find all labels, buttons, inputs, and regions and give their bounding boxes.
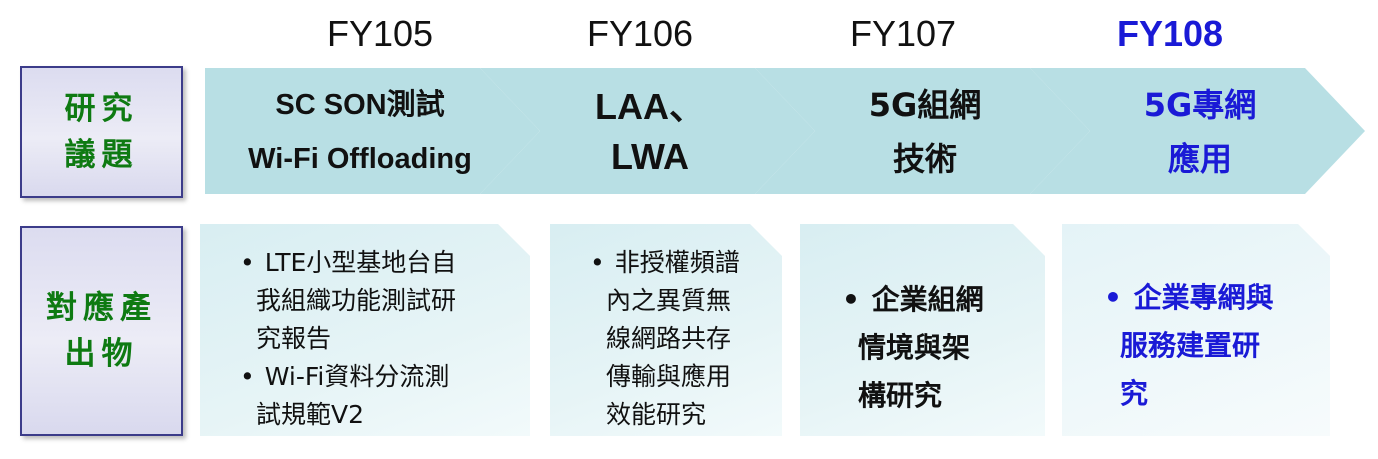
topic-fy107-line2: 技術 [892, 140, 957, 178]
year-fy105: FY105 [326, 13, 434, 54]
chevron-fy107 [755, 68, 1090, 194]
row-label-output: 對應產 出物 [20, 226, 183, 436]
output-card-fy108: 企業專網與 服務建置研 究 [1062, 224, 1330, 436]
output-fy108-b1-line2: 服務建置研 [1120, 329, 1261, 362]
output-card-fy105: LTE小型基地台自 我組織功能測試研 究報告 Wi-Fi資料分流測 試規範V2 [200, 224, 530, 436]
chevron-fy105 [205, 68, 540, 194]
topic-fy107-line1: 5G組網 [868, 86, 982, 124]
output-fy107-b1-line2: 情境與架 [858, 331, 971, 364]
chevron-fy106 [480, 68, 815, 194]
year-fy107: FY107 [849, 13, 957, 54]
output-card-fy106: 非授權頻譜 內之異質無 線網路共存 傳輸與應用 效能研究 [550, 224, 782, 436]
row-label-research-line2: 議題 [64, 137, 139, 173]
row-label-output-line2: 出物 [64, 336, 139, 372]
row-label-research-line1: 研究 [64, 91, 139, 127]
output-fy105-bullet2: Wi-Fi資料分流測 試規範V2 [240, 358, 520, 434]
output-fy105-b2-line2: 試規範V2 [256, 400, 365, 429]
row-label-output-line1: 對應產 [46, 290, 157, 326]
output-fy108-b1-line3: 究 [1120, 377, 1149, 410]
topic-fy108: 5G專網 應用 [1090, 70, 1310, 194]
output-fy106-b1-line3: 線網路共存 [606, 324, 732, 353]
output-fy108-b1-line1: 企業專網與 [1133, 281, 1274, 314]
output-fy105-b2-line1: Wi-Fi資料分流測 [264, 362, 450, 391]
output-fy106-b1-line2: 內之異質無 [606, 286, 732, 315]
topic-fy105-line2: Wi-Fi Offloading [248, 143, 472, 175]
row-label-research: 研究 議題 [20, 66, 183, 198]
year-fy108: FY108 [1116, 13, 1224, 54]
topic-fy105-line1: SC SON測試 [275, 89, 445, 121]
output-fy107-b1-line1: 企業組網 [871, 283, 984, 316]
topic-fy108-line1: 5G專網 [1143, 86, 1257, 124]
topic-fy106: LAA、 LWA [540, 70, 760, 194]
topic-fy106-line2: LWA [611, 136, 689, 177]
output-fy106-bullet1: 非授權頻譜 內之異質無 線網路共存 傳輸與應用 效能研究 [590, 244, 772, 434]
year-fy106: FY106 [586, 13, 694, 54]
output-fy107-bullet1: 企業組網 情境與架 構研究 [842, 276, 1035, 420]
output-fy106-b1-line1: 非授權頻譜 [614, 248, 740, 277]
topic-fy105: SC SON測試 Wi-Fi Offloading [210, 70, 510, 194]
output-fy105-b1-line3: 究報告 [256, 324, 332, 353]
topic-fy107: 5G組網 技術 [815, 70, 1035, 194]
output-fy107-b1-line3: 構研究 [858, 379, 943, 412]
output-fy105-b1-line1: LTE小型基地台自 [264, 248, 457, 277]
topic-fy106-line1: LAA、 [595, 86, 705, 127]
output-card-fy107: 企業組網 情境與架 構研究 [800, 224, 1045, 436]
output-fy108-bullet1: 企業專網與 服務建置研 究 [1104, 274, 1322, 418]
output-fy105-b1-line2: 我組織功能測試研 [256, 286, 457, 315]
topic-fy108-line2: 應用 [1167, 140, 1232, 178]
output-fy105-bullet1: LTE小型基地台自 我組織功能測試研 究報告 [240, 244, 520, 358]
chevron-fy108 [1030, 68, 1365, 194]
output-fy106-b1-line4: 傳輸與應用 [606, 362, 732, 391]
output-fy106-b1-line5: 效能研究 [606, 400, 707, 429]
